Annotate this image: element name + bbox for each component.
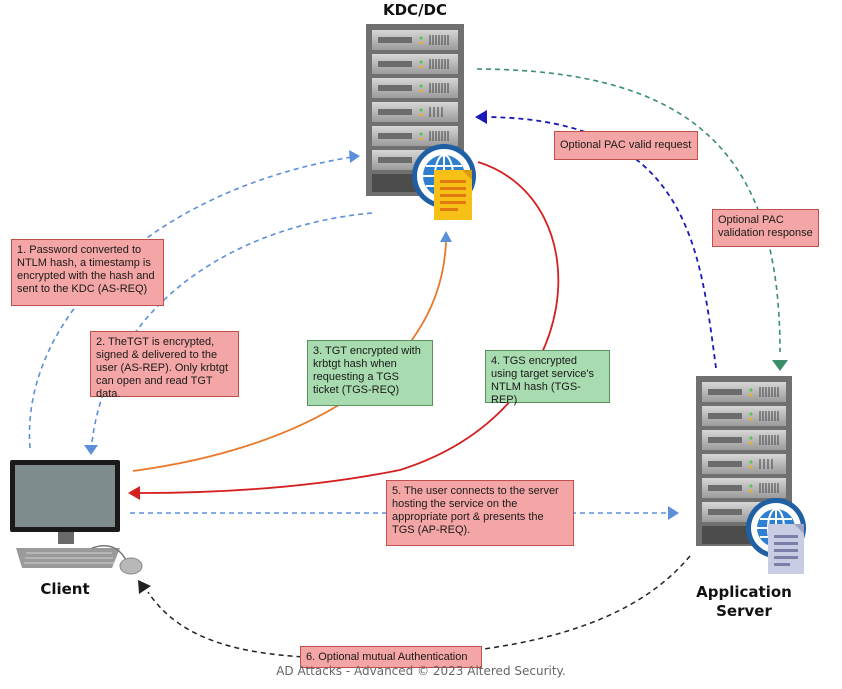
- step-1-note: 1. Password converted to NTLM hash, a ti…: [11, 239, 164, 306]
- client-computer-icon: [10, 460, 143, 575]
- footer-copyright: AD Attacks - Advanced © 2023 Altered Sec…: [276, 664, 566, 678]
- arrow-ap-req-head: [668, 506, 679, 520]
- app-server-label-line1: Application: [696, 583, 792, 601]
- step-2-note: 2. TheTGT is encrypted, signed & deliver…: [90, 331, 239, 400]
- step-5-note: 5. The user connects to the server hosti…: [386, 480, 574, 546]
- arrow-mutual-auth: [147, 555, 691, 659]
- app-server-label-line2: Server: [716, 602, 772, 620]
- pac-response-note: Optional PAC validation response: [712, 209, 819, 247]
- arrow-tgs-req-head: [440, 231, 452, 242]
- kdc-server-icon: [366, 24, 476, 220]
- arrow-tgs-rep-head: [128, 486, 140, 500]
- arrow-pac-request: [487, 116, 717, 369]
- app-server-label: Application Server: [676, 583, 812, 621]
- arrow-as-rep-head: [84, 445, 98, 455]
- step-3-note: 3. TGT encrypted with krbtgt hash when r…: [307, 340, 433, 406]
- step-4-note: 4. TGS encrypted using target service's …: [485, 350, 610, 406]
- arrow-tgs-rep: [139, 161, 560, 494]
- step-6-note: 6. Optional mutual Authentication: [300, 646, 482, 668]
- app-server-icon: [696, 376, 806, 574]
- client-label: Client: [40, 580, 90, 598]
- arrow-pac-response-head: [772, 360, 788, 371]
- arrow-pac-request-head: [475, 110, 487, 124]
- kdc-label: KDC/DC: [382, 1, 448, 19]
- arrow-mutual-auth-head: [138, 580, 151, 594]
- pac-request-note: Optional PAC valid request: [554, 131, 698, 160]
- arrow-as-req-head: [349, 150, 360, 163]
- arrow-pac-response: [476, 68, 781, 353]
